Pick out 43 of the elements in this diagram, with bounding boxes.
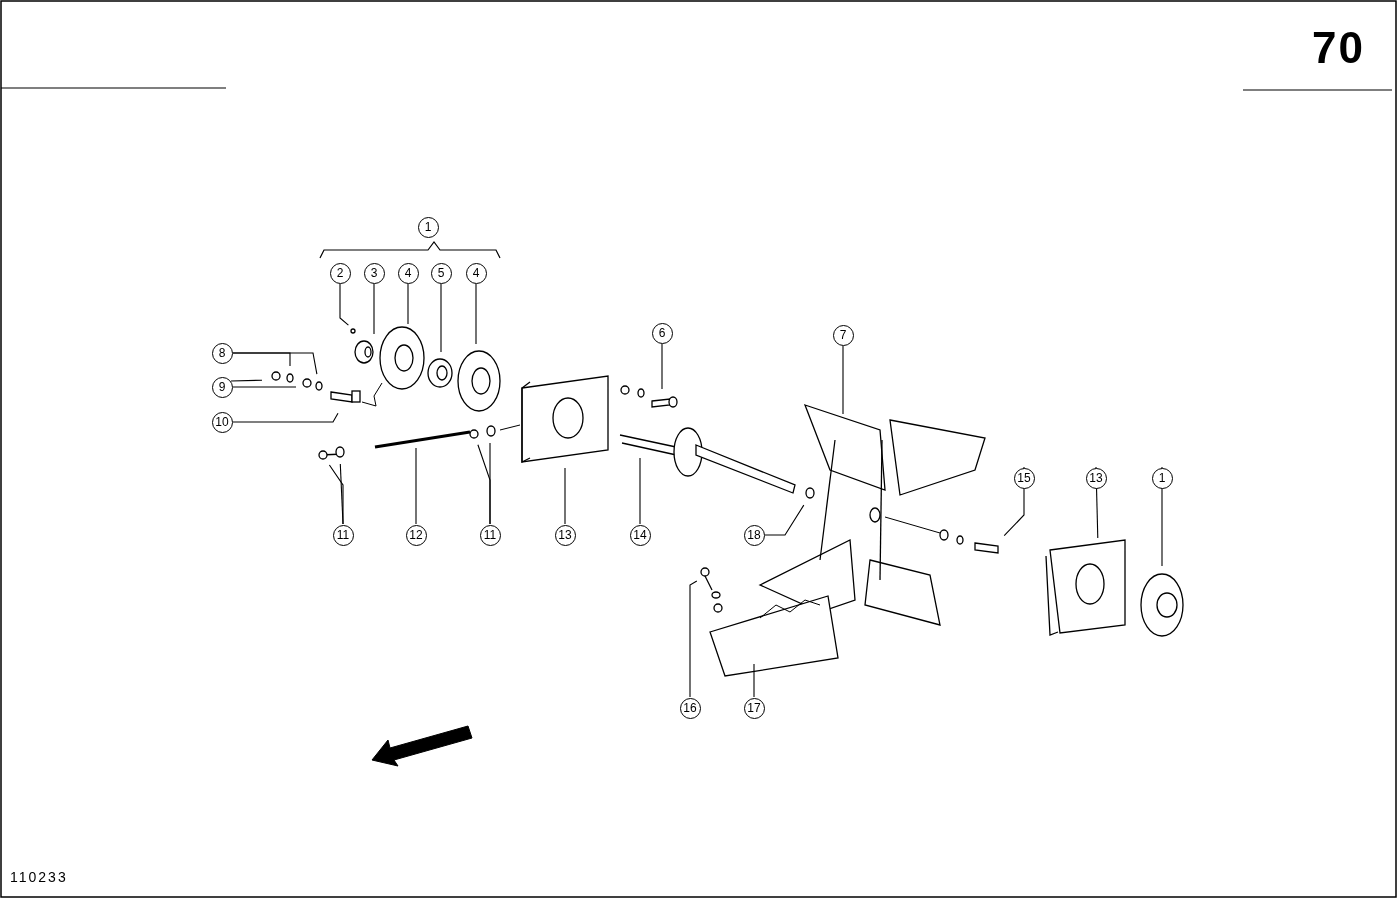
callout-number: 3 — [363, 262, 385, 284]
leader-line — [339, 283, 349, 326]
leader-line — [230, 379, 263, 382]
callout-number: 6 — [651, 322, 673, 344]
leader-line — [373, 283, 375, 335]
callout-number: 10 — [211, 411, 233, 433]
leader-line — [753, 663, 755, 698]
drawing-number: 110233 — [10, 870, 68, 884]
leader-line — [339, 463, 344, 525]
callout-number: 4 — [465, 262, 487, 284]
callout-number: 9 — [211, 376, 233, 398]
callout-number: 17 — [743, 697, 765, 719]
leader-line — [415, 447, 417, 525]
leader-line — [407, 283, 409, 325]
leader-line — [232, 352, 318, 375]
callout-number: 18 — [743, 524, 765, 546]
callout-number: 12 — [405, 524, 427, 546]
callout-number: 14 — [629, 524, 651, 546]
page-number: 70 — [1312, 26, 1365, 70]
leader-line — [440, 283, 442, 353]
leader-line — [764, 504, 805, 536]
callout-number: 8 — [211, 342, 233, 364]
callout-number: 7 — [832, 324, 854, 346]
leader-line — [489, 442, 491, 525]
leader-line — [564, 467, 566, 525]
callout-number: 2 — [329, 262, 351, 284]
callout-number: 16 — [679, 697, 701, 719]
callout-number: 5 — [430, 262, 452, 284]
callout-number: 15 — [1013, 467, 1035, 489]
leader-line — [689, 580, 698, 698]
leader-line — [842, 345, 844, 415]
callout-number: 11 — [332, 524, 354, 546]
callout-number: 1 — [417, 216, 439, 238]
callout-number: 1 — [1151, 467, 1173, 489]
callout-number: 11 — [479, 524, 501, 546]
callout-number: 13 — [554, 524, 576, 546]
leader-line — [661, 343, 663, 390]
callout-number: 4 — [397, 262, 419, 284]
leader-line — [232, 412, 339, 423]
leader-line — [232, 386, 297, 388]
callout-number: 13 — [1085, 467, 1107, 489]
leader-line — [475, 283, 477, 345]
leader-line — [639, 457, 641, 525]
